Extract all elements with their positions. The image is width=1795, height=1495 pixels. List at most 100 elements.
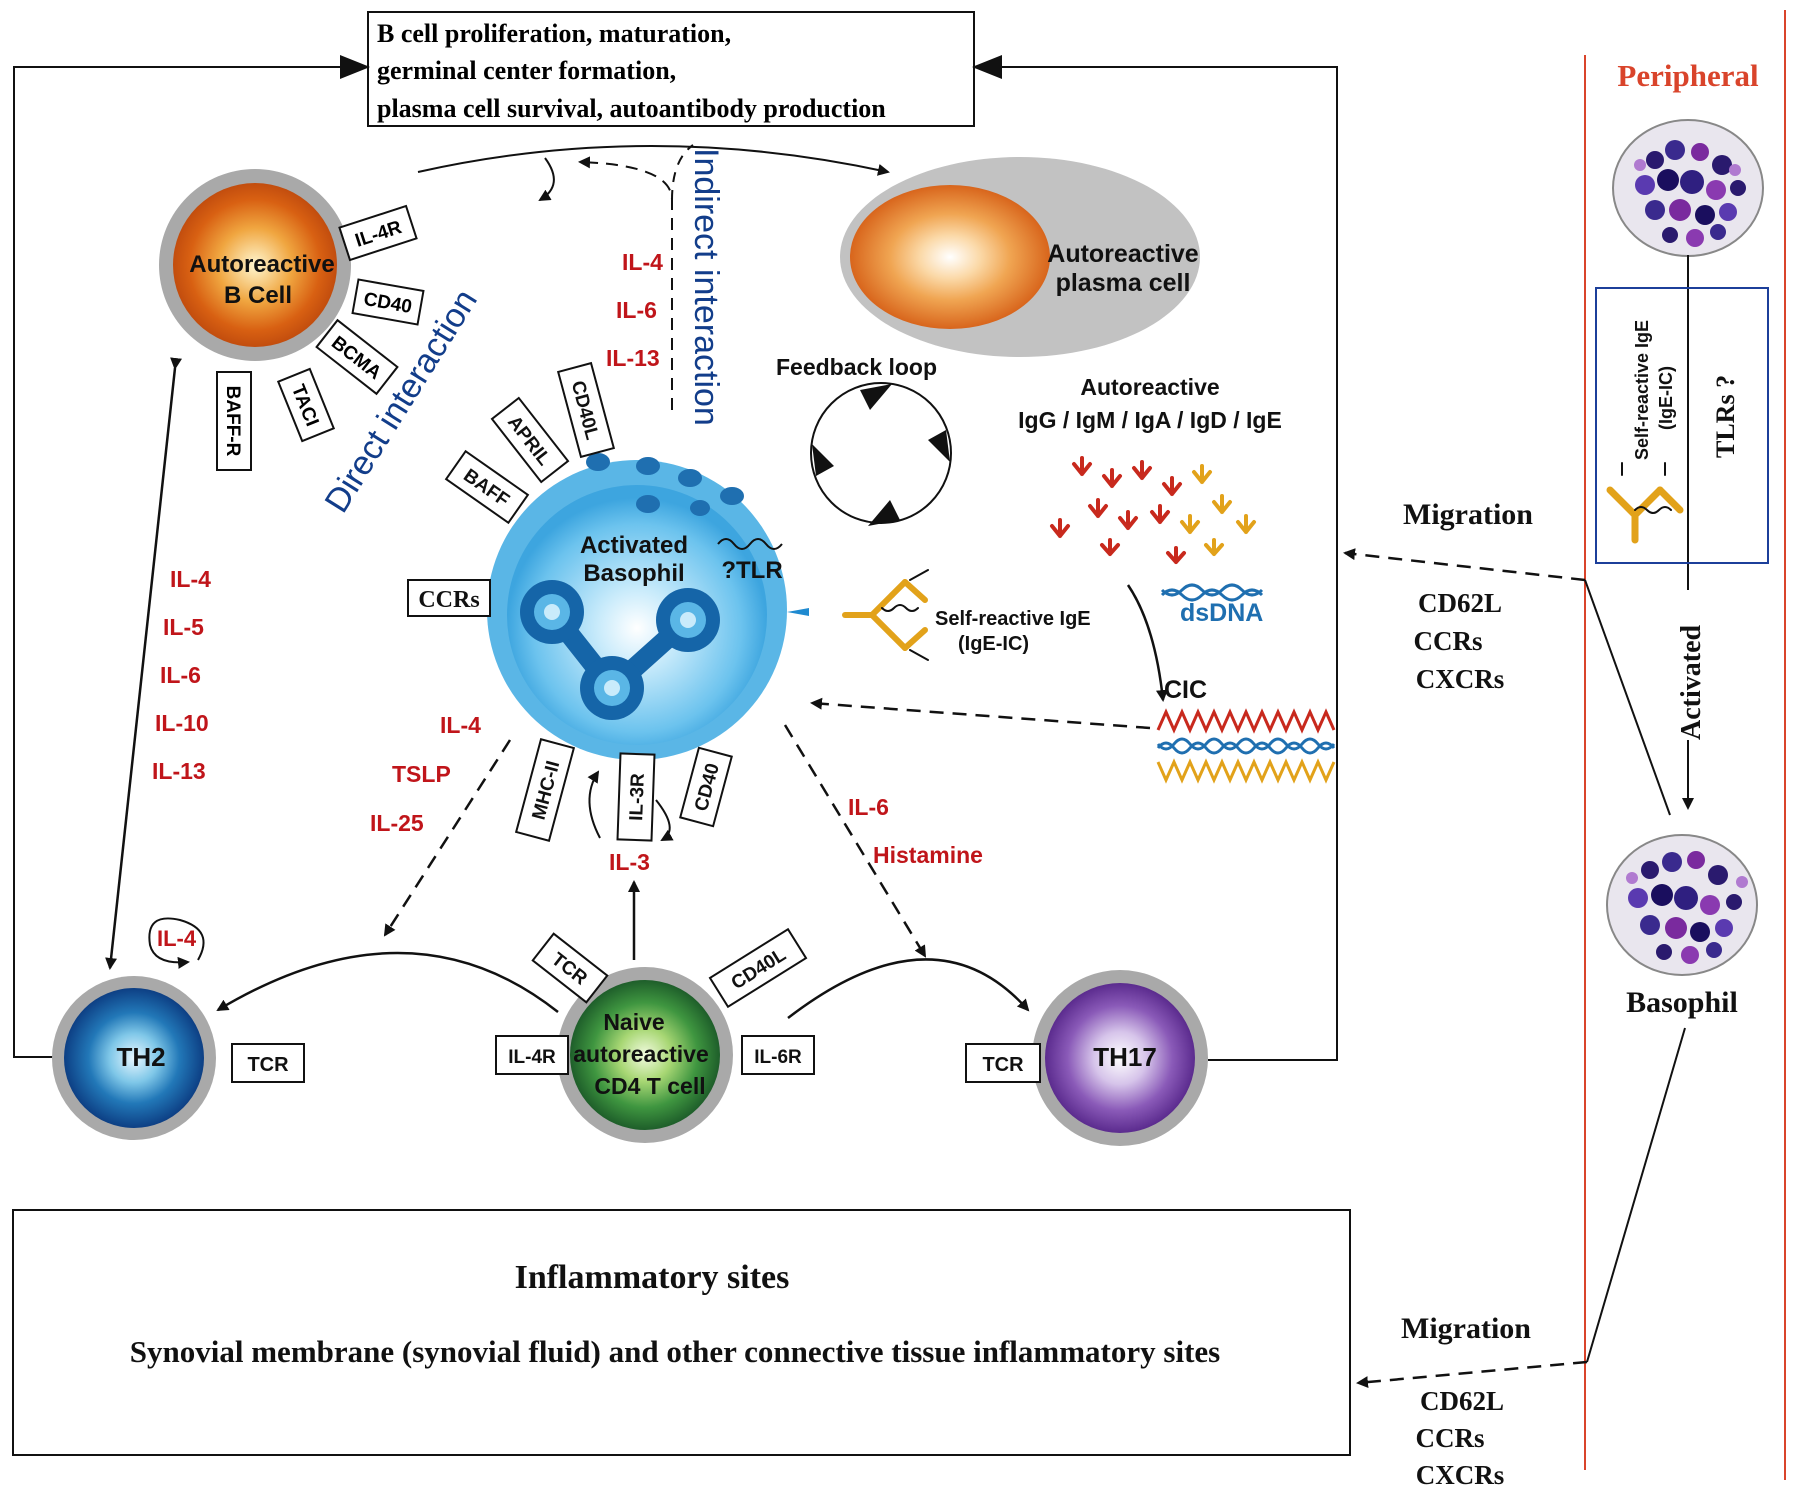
baso-th17-cytokine-1: IL-6 — [848, 794, 889, 820]
migration-top-line — [1584, 579, 1671, 816]
baso-to-th17-cytokines: IL-6 Histamine — [848, 794, 983, 868]
indirect-cytokines: IL-4 IL-6 IL-13 — [606, 249, 663, 371]
basophil-label-2: Basophil — [583, 560, 684, 587]
svg-text:IL-4R: IL-4R — [508, 1047, 556, 1068]
self-reactive-ige-label-1: Self-reactive IgE — [935, 608, 1091, 630]
svg-text:IL-6R: IL-6R — [754, 1047, 802, 1068]
peripheral-ige-label-2: (IgE-IC) — [1656, 366, 1676, 430]
activated-basophil: Activated Basophil ?TLR — [487, 453, 809, 760]
receptor-mhc2: MHC-II — [514, 738, 576, 842]
svg-text:BAFF-R: BAFF-R — [222, 386, 243, 457]
migration-top-m2: CCRs — [1413, 626, 1482, 656]
receptor-baffr: BAFF-R — [216, 371, 252, 471]
ligand-april: APRIL — [490, 396, 570, 484]
migration-top-label: Migration — [1403, 498, 1533, 531]
basophil-nucleus — [520, 580, 720, 720]
naive-label-1: Naive — [603, 1009, 664, 1035]
autoreactive-ig-line1: Autoreactive — [1080, 374, 1219, 400]
receptor-cd40-baso: CD40 — [679, 746, 733, 828]
th2-cytokine-4: IL-10 — [155, 710, 209, 736]
th2-cytokine-2: IL-5 — [163, 614, 204, 640]
migration-bottom-dashed-arrow — [1356, 1360, 1588, 1389]
receptor-cd40: CD40 — [351, 278, 425, 326]
ig-to-cic-arrow — [1126, 584, 1168, 702]
cic-label: CIC — [1164, 676, 1207, 704]
th2-il4-label: IL-4 — [157, 926, 197, 951]
th17-to-top-box-arrow — [972, 55, 1338, 1061]
naive-cd40l: CD40L — [708, 927, 808, 1009]
basophil-label-1: Activated — [580, 532, 688, 559]
indirect-cytokine-2: IL-6 — [616, 297, 657, 323]
bcell-to-plasma-arrow — [417, 145, 890, 176]
basophil-ligands: BAFF APRIL CD40L — [444, 361, 616, 525]
baso-th2-cytokine-2: TSLP — [392, 761, 451, 787]
th2-cytokines: IL-4 IL-5 IL-6 IL-10 IL-13 — [152, 566, 211, 784]
th2-cytokine-5: IL-13 — [152, 758, 206, 784]
basophil-to-th17-dashed-arrow — [783, 724, 927, 958]
basophil-tlr-label: ?TLR — [721, 557, 782, 584]
top-box-line3: plasma cell survival, autoantibody produ… — [377, 94, 886, 123]
migration-top: Migration CD62L CCRs CXCRs — [1403, 498, 1533, 694]
cic-complex-icon — [1156, 708, 1336, 784]
bcell-th2-double-arrow — [105, 357, 183, 970]
ligand-cd40l: CD40L — [556, 361, 616, 459]
receptor-taci: TACI — [276, 367, 336, 443]
feedback-loop: Feedback loop — [776, 354, 952, 526]
autoreactive-ig-line2: IgG / IgM / IgA / IgD / IgE — [1018, 407, 1282, 433]
indirect-cytokine-3: IL-13 — [606, 345, 660, 371]
migration-top-m3: CXCRs — [1416, 664, 1505, 694]
bcell-self-arrow — [538, 157, 555, 202]
ccrs-box: CCRs — [407, 579, 491, 617]
th2-label: TH2 — [116, 1042, 165, 1072]
migration-top-m1: CD62L — [1418, 588, 1502, 618]
naive-il4r: IL-4R — [495, 1035, 569, 1075]
migration-bottom-m2: CCRs — [1415, 1423, 1484, 1453]
b-cell-receptors: IL-4R CD40 BCMA TACI BAFF-R — [216, 204, 425, 471]
migration-bottom-line — [1586, 1027, 1686, 1363]
peripheral-ige-box: Self-reactive IgE (IgE-IC) TLRs ? — [1595, 287, 1769, 564]
top-box: B cell proliferation, maturation, germin… — [367, 11, 975, 127]
naive-label-3: CD4 T cell — [594, 1073, 705, 1099]
peripheral-ige-label-1: Self-reactive IgE — [1632, 320, 1652, 460]
naive-cd4-t-cell: Naive autoreactive CD4 T cell — [557, 967, 733, 1143]
peripheral-basophil-label: Basophil — [1626, 986, 1738, 1019]
inflammatory-text: Synovial membrane (synovial fluid) and o… — [130, 1334, 1220, 1369]
cic-to-basophil-dashed-arrow — [810, 697, 1151, 730]
b-cell-label-2: B Cell — [224, 282, 292, 309]
baso-th17-cytokine-2: Histamine — [873, 842, 983, 868]
autoreactive-plasma-cell: Autoreactive plasma cell — [840, 157, 1200, 357]
plasma-label-2: plasma cell — [1056, 269, 1191, 297]
migration-bottom-m1: CD62L — [1420, 1386, 1504, 1416]
naive-to-th17-arrow — [787, 958, 1030, 1019]
svg-text:IL-3R: IL-3R — [626, 773, 649, 821]
baso-th2-cytokine-3: IL-25 — [370, 810, 424, 836]
th17-tcr-box: TCR — [965, 1043, 1041, 1083]
indirect-dashed-branch — [671, 144, 694, 201]
dsdna-label: dsDNA — [1180, 599, 1263, 627]
peripheral-basophil-bottom-icon — [1606, 834, 1758, 976]
th2-tcr-box: TCR — [231, 1043, 305, 1083]
basophil-bottom-receptors: MHC-II IL-3R CD40 — [514, 738, 733, 842]
indirect-interaction-label: Indirect interaction — [687, 148, 725, 426]
peripheral-activated-label: Activated — [1676, 624, 1707, 740]
peripheral-tlrs-label: TLRs ? — [1711, 375, 1740, 458]
migration-bottom-m3: CXCRs — [1416, 1460, 1505, 1490]
indirect-cytokine-1: IL-4 — [622, 249, 663, 275]
th2-il4-autocrine-arrow — [148, 917, 205, 969]
naive-receptors: TCR CD40L IL-4R IL-6R — [495, 927, 815, 1075]
feedback-loop-label: Feedback loop — [776, 354, 937, 380]
th2-to-top-box-arrow — [13, 55, 370, 1058]
inflammatory-title: Inflammatory sites — [515, 1259, 790, 1296]
antibody-cluster-icon — [1050, 456, 1256, 564]
autoreactive-ig: Autoreactive IgG / IgM / IgA / IgD / IgE — [1018, 374, 1282, 564]
migration-bottom-label: Migration — [1401, 1312, 1531, 1345]
receptor-il4r: IL-4R — [338, 204, 418, 262]
inflammatory-sites-box: Inflammatory sites Synovial membrane (sy… — [12, 1209, 1351, 1456]
plasma-label-1: Autoreactive — [1047, 240, 1199, 268]
autoreactive-b-cell: Autoreactive B Cell — [159, 169, 351, 361]
th2-tcr-label: TCR — [247, 1054, 289, 1076]
th2-cytokine-3: IL-6 — [160, 662, 201, 688]
b-cell-label-1: Autoreactive — [189, 251, 334, 278]
th2-cell: TH2 — [52, 976, 216, 1140]
